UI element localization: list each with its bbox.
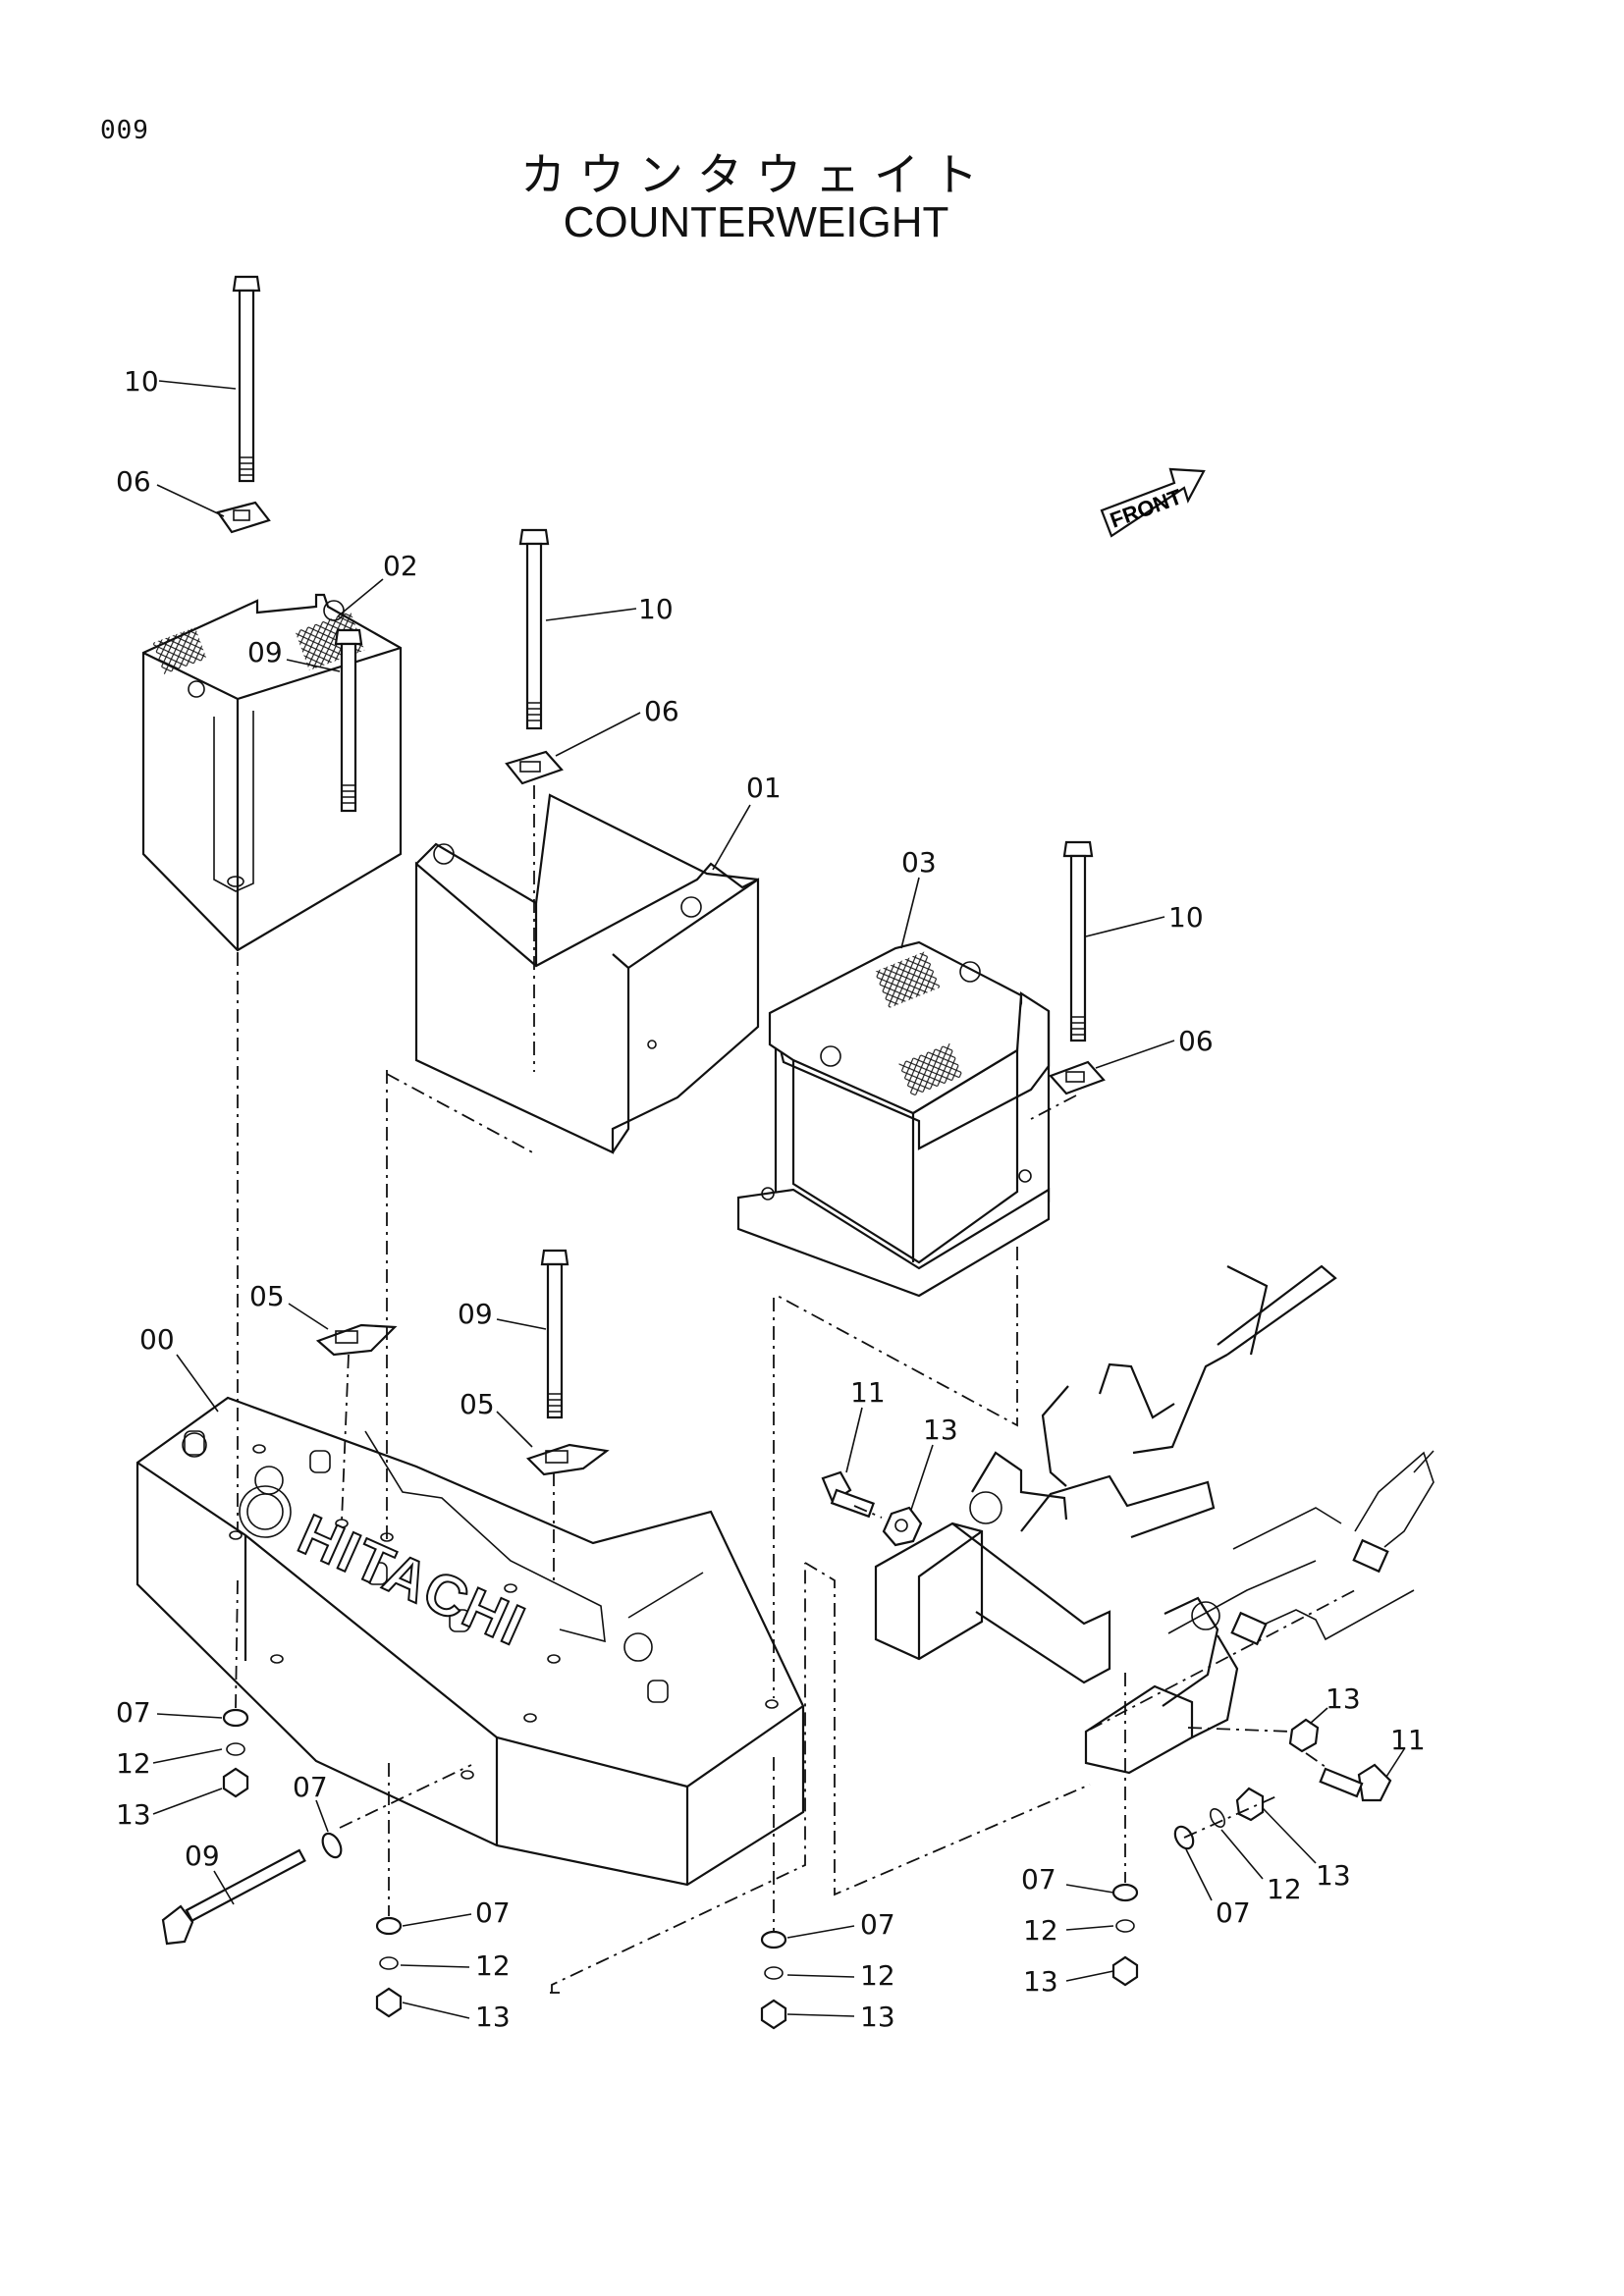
- part-00-counterweight-body: HITACHI: [135, 1396, 805, 1887]
- callout-07: 07: [293, 1771, 328, 1803]
- part-03-weight: [736, 940, 1051, 1298]
- callout-01: 01: [746, 772, 782, 804]
- page-title: COUNTERWEIGHT: [563, 198, 949, 246]
- front-label: FRONT: [1107, 484, 1185, 533]
- callout-13: 13: [475, 2001, 511, 2033]
- bolt-09-upper-left: [315, 628, 398, 1357]
- callout-13: 13: [1023, 1965, 1058, 1998]
- callout-05: 05: [460, 1388, 495, 1420]
- bolt-10-right: [1049, 840, 1106, 1095]
- hardware-stack-left: [222, 1708, 343, 1859]
- callout-10: 10: [638, 593, 674, 625]
- callout-05: 05: [249, 1280, 285, 1312]
- callout-07: 07: [116, 1696, 151, 1729]
- callout-06: 06: [644, 695, 679, 727]
- callout-00: 00: [139, 1323, 175, 1356]
- callout-06: 06: [1178, 1025, 1214, 1057]
- hardware-stack-right-side: [1173, 1718, 1392, 1850]
- callout-06: 06: [116, 465, 151, 498]
- bolt-10-center: [505, 528, 564, 785]
- callout-10: 10: [1168, 901, 1204, 934]
- callout-12: 12: [1267, 1873, 1302, 1905]
- callout-13: 13: [1316, 1859, 1351, 1892]
- callout-10: 10: [124, 365, 159, 398]
- bolt-09-lower-left: [161, 1848, 306, 1946]
- upper-frame: [874, 1264, 1435, 1775]
- callout-02: 02: [383, 550, 418, 582]
- callout-07: 07: [1021, 1863, 1056, 1896]
- page-number: 009: [100, 116, 149, 145]
- hardware-stack-center-right: [760, 1930, 787, 2030]
- page-title-japanese: カウンタウェイト: [520, 148, 992, 201]
- callout-13: 13: [116, 1798, 151, 1831]
- front-direction-arrow: FRONT: [1100, 467, 1206, 538]
- bolt-10-left: [216, 275, 271, 534]
- callout-12: 12: [475, 1949, 511, 1982]
- callout-11: 11: [850, 1376, 886, 1409]
- callout-13: 13: [1326, 1682, 1361, 1715]
- callout-07: 07: [860, 1908, 895, 1941]
- hardware-stack-center-left: [375, 1916, 403, 2018]
- callout-12: 12: [116, 1747, 151, 1780]
- callout-07: 07: [1216, 1896, 1251, 1929]
- callout-07: 07: [475, 1896, 511, 1929]
- assembly-centerlines: [235, 785, 1356, 1994]
- callout-11: 11: [1390, 1724, 1426, 1756]
- callout-13: 13: [923, 1414, 958, 1446]
- callout-12: 12: [860, 1959, 895, 1992]
- callout-03: 03: [901, 846, 937, 879]
- callout-09: 09: [247, 636, 283, 668]
- hardware-stack-right-bottom: [1111, 1883, 1139, 1987]
- bolt-09-center: [525, 1249, 610, 1476]
- callout-13: 13: [860, 2001, 895, 2033]
- callout-09: 09: [458, 1298, 493, 1330]
- callout-09: 09: [185, 1840, 220, 1872]
- callout-labels: 10 06 02 10 06 01 03 10 06 09 05 00 09 0…: [116, 365, 1426, 2033]
- nut-13-upper: [882, 1506, 923, 1547]
- callout-12: 12: [1023, 1914, 1058, 1947]
- part-02-weight: [141, 593, 403, 952]
- part-01-weight: [414, 793, 760, 1154]
